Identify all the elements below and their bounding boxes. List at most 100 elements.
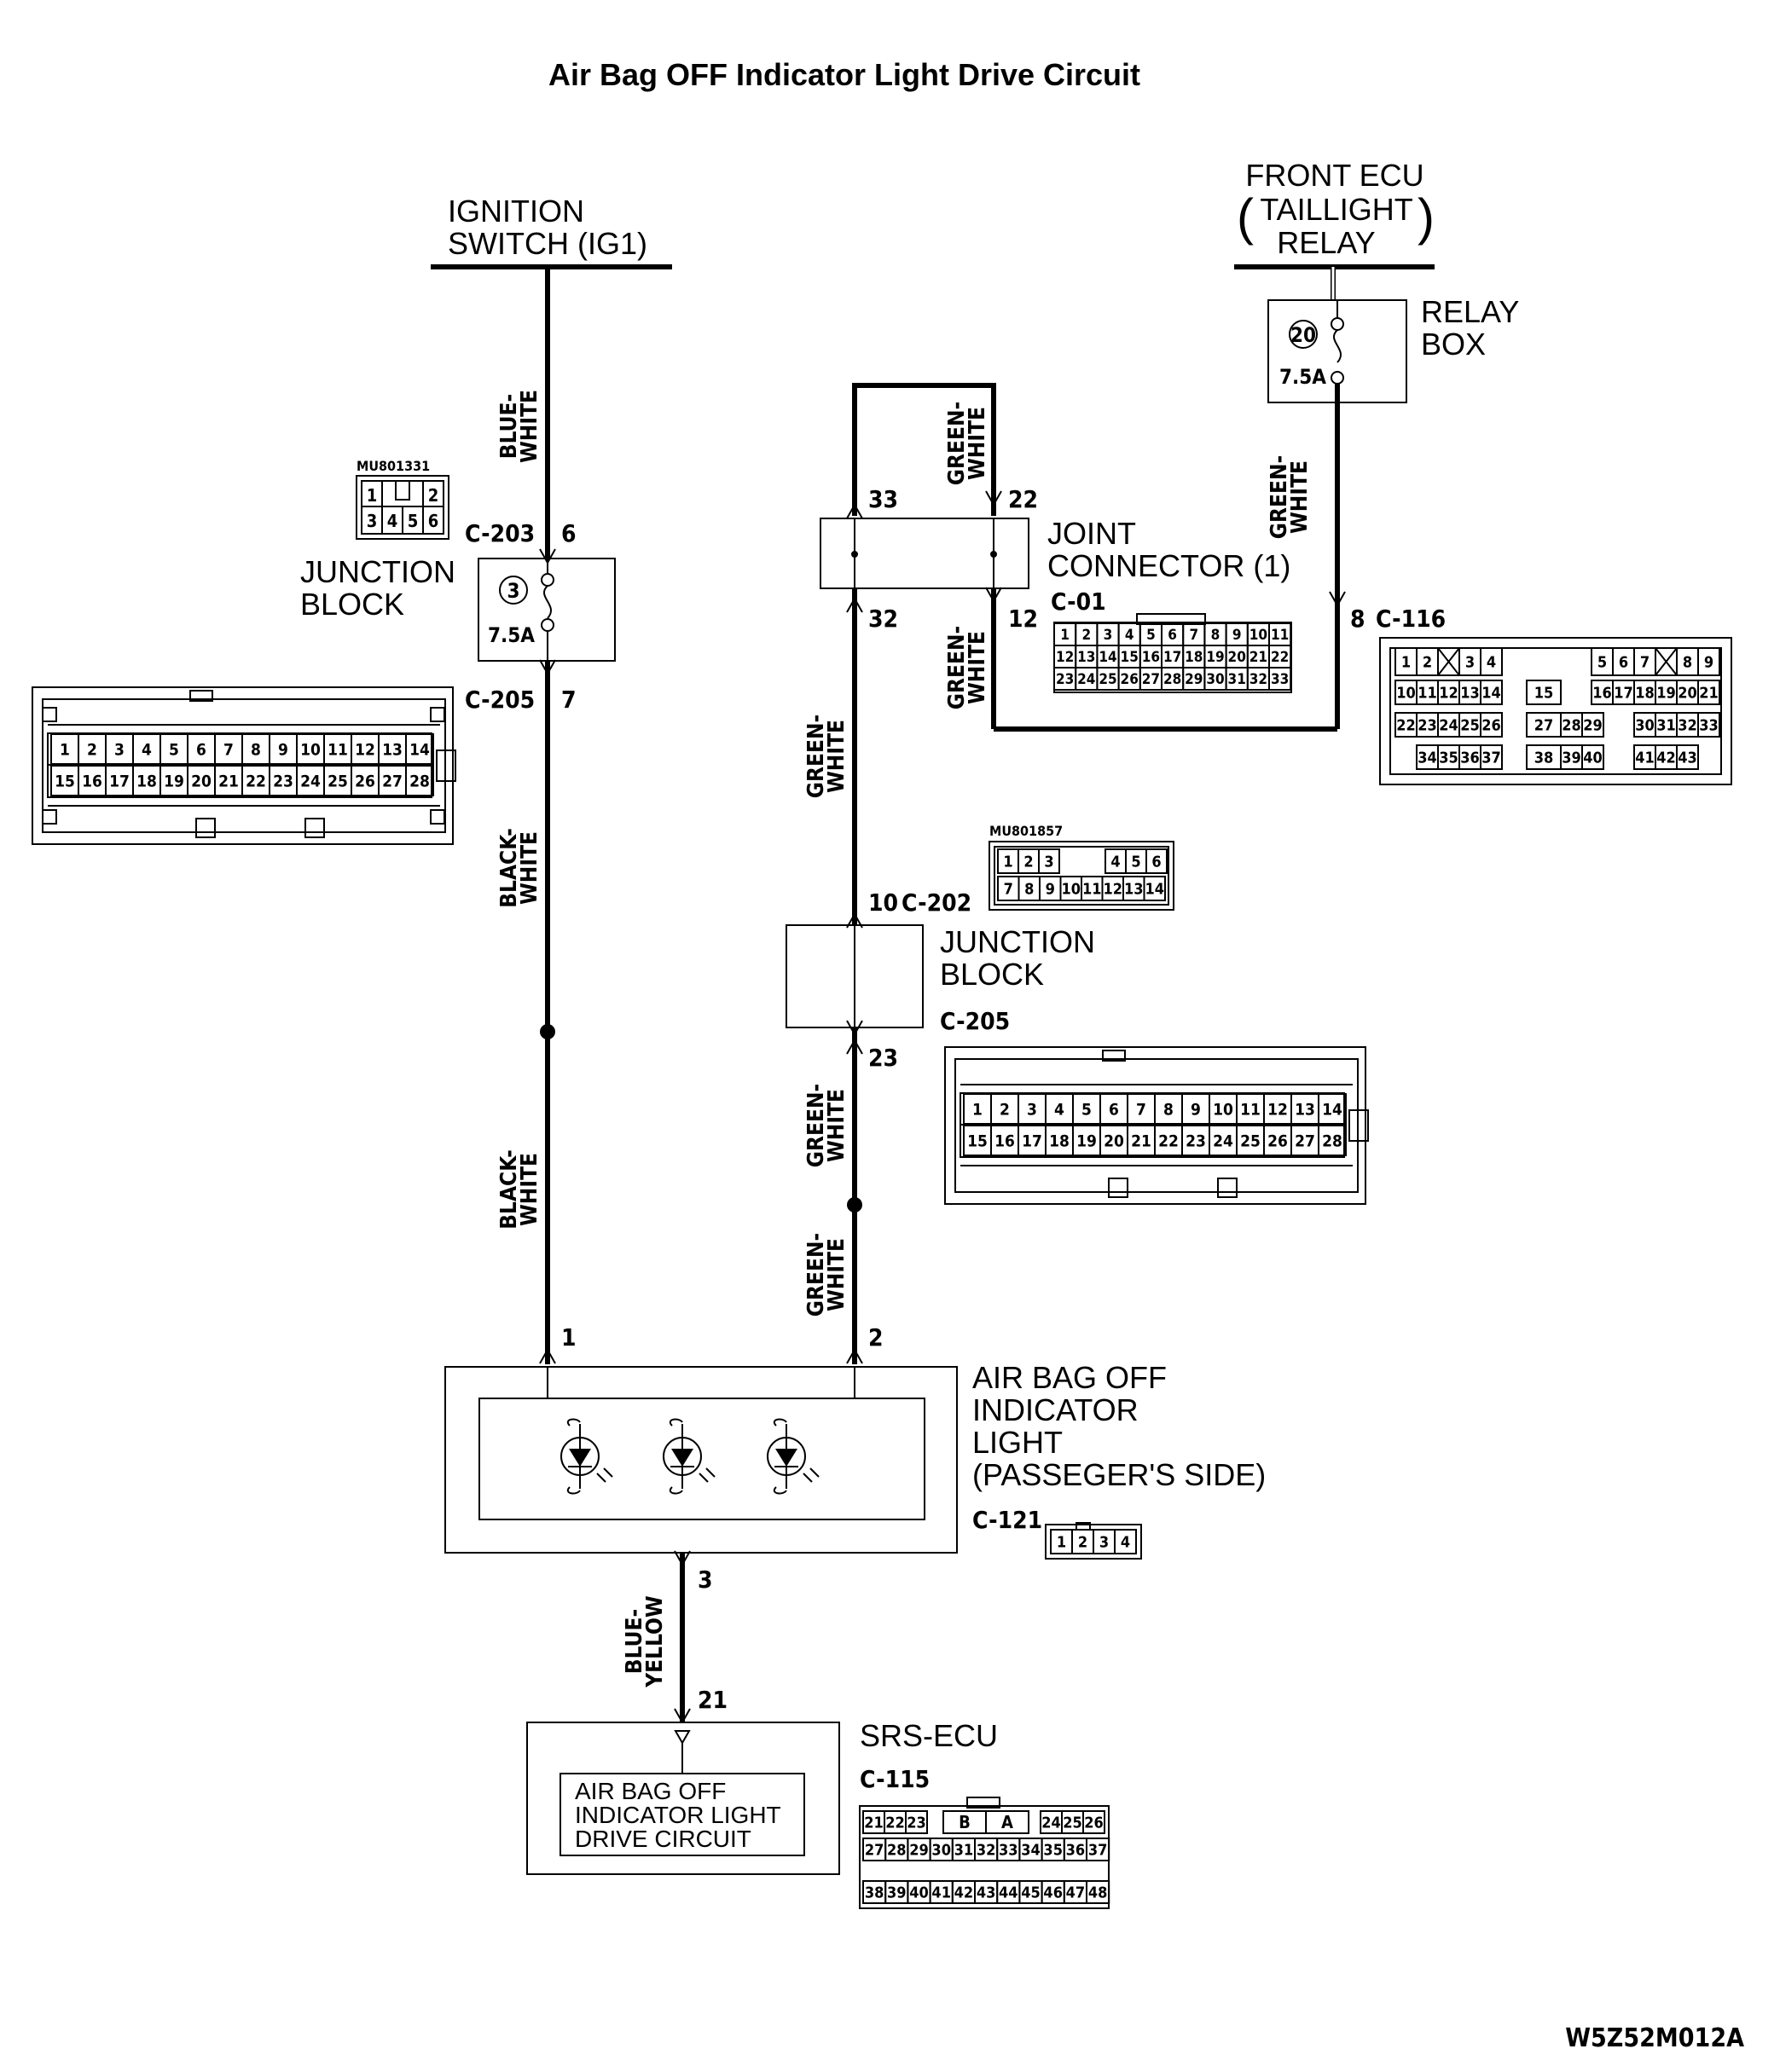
- drawing-code: W5Z52M012A: [1565, 2023, 1744, 2053]
- joint-connector: 33 22 32 12 JOINT CONNECTOR (1) C-01: [820, 485, 1290, 633]
- c205r-pin-10: 10: [1213, 1100, 1233, 1119]
- svg-text:3: 3: [367, 511, 378, 531]
- svg-text:C-115: C-115: [860, 1765, 930, 1793]
- c116-pin-41: 41: [1635, 749, 1655, 767]
- svg-text:33: 33: [868, 485, 898, 513]
- srs-ecu-pin: 21: [698, 1686, 728, 1714]
- c116-pin-6: 6: [1619, 653, 1628, 671]
- c115-pin-29: 29: [909, 1841, 929, 1859]
- c115-pin-27: 27: [865, 1841, 884, 1859]
- connector-face-mu801331: MU801331 1 2 3 4 5 6: [356, 458, 449, 540]
- c205-pin-25: 25: [328, 772, 348, 790]
- splice-point-1: [540, 1024, 555, 1039]
- c121-pin-3: 3: [1099, 1533, 1109, 1551]
- c01-pin-30: 30: [1206, 671, 1224, 688]
- c205r-pin-21: 21: [1131, 1131, 1151, 1150]
- svg-text:22: 22: [1008, 485, 1038, 513]
- c115-pin-40: 40: [909, 1884, 929, 1901]
- mu801857-pin-2: 2: [1023, 853, 1033, 871]
- c01-pin-18: 18: [1185, 649, 1203, 666]
- c116-pin-42: 42: [1656, 749, 1676, 767]
- c116-pin-33: 33: [1699, 716, 1719, 734]
- c116-pin-30: 30: [1635, 716, 1655, 734]
- c205-pin-15: 15: [55, 772, 75, 790]
- c116-pin-21: 21: [1699, 684, 1719, 702]
- svg-text:BLACK-: BLACK-: [496, 828, 522, 908]
- c116-pin-23: 23: [1418, 716, 1437, 734]
- relay-box-connector: C-116: [1376, 605, 1446, 633]
- junction-block-1-connector-out: C-205: [465, 686, 535, 714]
- c01-pin-21: 21: [1249, 649, 1267, 666]
- c116-pin-34: 34: [1418, 749, 1437, 767]
- svg-text:): ): [1418, 188, 1435, 246]
- c205-pin-1: 1: [60, 740, 70, 759]
- c116-pin-18: 18: [1635, 684, 1655, 702]
- ignition-switch-label-2: SWITCH (IG1): [448, 226, 647, 261]
- c01-pin-29: 29: [1185, 671, 1203, 688]
- c115-pin-B: B: [959, 1812, 971, 1832]
- c115-pin-48: 48: [1088, 1884, 1108, 1901]
- c115-pin-34: 34: [1021, 1841, 1041, 1859]
- c116-pin-39: 39: [1562, 749, 1581, 767]
- junction-block-1-connector-in: C-203: [465, 519, 535, 547]
- c115-pin-38: 38: [865, 1884, 884, 1901]
- wire-label-green-white-2: GREEN- WHITE: [803, 715, 849, 798]
- c116-pin-38: 38: [1534, 749, 1554, 767]
- c01-pin-27: 27: [1142, 671, 1160, 688]
- mu801857-pin-13: 13: [1124, 880, 1144, 898]
- c205r-pin-28: 28: [1322, 1131, 1342, 1150]
- c205-pin-17: 17: [109, 772, 130, 790]
- c205r-pin-20: 20: [1104, 1131, 1124, 1150]
- svg-text:2: 2: [868, 1323, 884, 1351]
- ignition-switch-label-1: IGNITION: [448, 194, 584, 229]
- c01-pin-13: 13: [1077, 649, 1095, 666]
- c01-pin-10: 10: [1249, 627, 1267, 644]
- svg-text:LIGHT: LIGHT: [972, 1425, 1063, 1460]
- c205-pin-14: 14: [409, 740, 430, 759]
- c205-pin-18: 18: [136, 772, 157, 790]
- svg-text:2: 2: [428, 485, 439, 506]
- splice-point-2: [847, 1197, 862, 1213]
- svg-text:JOINT: JOINT: [1047, 516, 1136, 551]
- c115-pin-25: 25: [1063, 1814, 1082, 1832]
- wire-label-green-white-3: GREEN- WHITE: [803, 1084, 849, 1167]
- c205r-pin-6: 6: [1109, 1100, 1119, 1119]
- c116-pin-4: 4: [1487, 653, 1496, 671]
- c115-pin-31: 31: [954, 1841, 974, 1859]
- c116-pin-26: 26: [1481, 716, 1501, 734]
- c205r-pin-17: 17: [1022, 1131, 1042, 1150]
- svg-text:GREEN-: GREEN-: [944, 402, 970, 485]
- svg-text:GREEN-: GREEN-: [803, 1233, 829, 1317]
- c01-pin-28: 28: [1163, 671, 1181, 688]
- c115-pin-35: 35: [1043, 1841, 1063, 1859]
- svg-text:WHITE: WHITE: [824, 720, 849, 793]
- c205-pin-12: 12: [355, 740, 375, 759]
- c116-pin-3: 3: [1465, 653, 1475, 671]
- c01-pin-33: 33: [1271, 671, 1289, 688]
- c205r-pin-13: 13: [1295, 1100, 1315, 1119]
- front-ecu: FRONT ECU ( TAILLIGHT RELAY ): [1234, 158, 1435, 269]
- c205r-pin-26: 26: [1267, 1131, 1288, 1150]
- c116-pin-17: 17: [1614, 684, 1633, 702]
- svg-text:FRONT ECU: FRONT ECU: [1245, 158, 1423, 193]
- svg-text:(PASSEGER'S SIDE): (PASSEGER'S SIDE): [972, 1457, 1266, 1492]
- c01-pin-11: 11: [1271, 627, 1289, 644]
- c205-pin-16: 16: [82, 772, 102, 790]
- ignition-switch: IGNITION SWITCH (IG1): [431, 194, 672, 269]
- c116-pin-24: 24: [1439, 716, 1458, 734]
- mu801857-pin-6: 6: [1151, 853, 1161, 871]
- c116-pin-20: 20: [1678, 684, 1697, 702]
- c205r-pin-12: 12: [1267, 1100, 1288, 1119]
- c205r-pin-24: 24: [1213, 1131, 1233, 1150]
- relay-box: RELAY BOX 20 7.5A: [1267, 294, 1519, 403]
- c205r-pin-11: 11: [1240, 1100, 1261, 1119]
- c205-pin-28: 28: [409, 772, 430, 790]
- c205r-pin-7: 7: [1136, 1100, 1146, 1119]
- c01-pin-24: 24: [1077, 671, 1095, 688]
- svg-text:23: 23: [868, 1044, 898, 1072]
